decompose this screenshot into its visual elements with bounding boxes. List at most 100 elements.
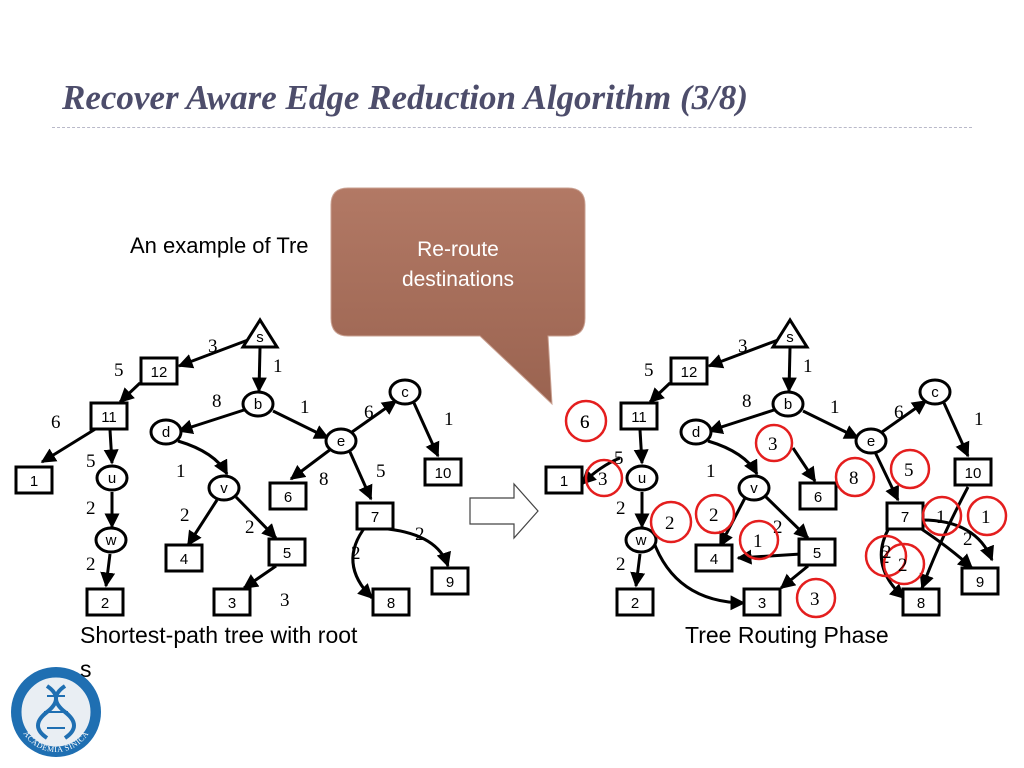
node-v: v — [207, 474, 241, 502]
svg-text:u: u — [108, 470, 116, 487]
edge-11-u — [633, 429, 649, 465]
weight-label: 2 — [963, 529, 973, 550]
node-1: 1 — [544, 465, 584, 495]
reroute-marker: 6 — [564, 399, 608, 443]
svg-text:6: 6 — [814, 489, 822, 506]
svg-text:1: 1 — [936, 507, 946, 528]
node-5: 5 — [267, 537, 307, 567]
weight-label: 2 — [86, 498, 96, 519]
academia-sinica-logo: ACADEMIA SINICA — [11, 667, 101, 757]
reroute-marker: 8 — [834, 456, 876, 498]
reroute-marker: 3 — [795, 577, 837, 619]
weight-label: 6 — [894, 402, 904, 423]
svg-text:2: 2 — [101, 595, 109, 612]
edge-5-3 — [242, 564, 277, 590]
reroute-edge — [779, 564, 809, 590]
reroute-marker: 3 — [754, 423, 794, 463]
weight-label: 2 — [773, 517, 783, 538]
weight-label: 5 — [644, 360, 654, 381]
svg-text:2: 2 — [882, 542, 892, 563]
edge-7-9 — [387, 527, 451, 568]
edge-7-8 — [351, 525, 374, 600]
reroute-marker: 1 — [921, 495, 963, 537]
weight-label: 3 — [738, 336, 748, 357]
edge-w-2 — [630, 553, 646, 588]
node-9: 9 — [430, 566, 470, 596]
svg-text:8: 8 — [917, 595, 925, 612]
svg-text:u: u — [638, 470, 646, 487]
svg-text:3: 3 — [810, 589, 820, 610]
node-b: b — [241, 390, 275, 418]
edge-d-v — [177, 439, 229, 476]
reroute-marker: 2 — [649, 500, 693, 544]
svg-text:w: w — [105, 532, 117, 549]
edge-b-e — [272, 409, 330, 440]
weight-label: 5 — [614, 448, 624, 469]
weight-label: 1 — [444, 409, 454, 430]
node-4: 4 — [694, 543, 734, 573]
right-caption: Tree Routing Phase — [685, 622, 889, 648]
svg-text:e: e — [337, 433, 345, 450]
node-6: 6 — [798, 481, 838, 511]
svg-text:10: 10 — [965, 465, 982, 482]
svg-text:5: 5 — [283, 545, 291, 562]
svg-text:12: 12 — [681, 364, 698, 381]
weight-label: 3 — [280, 590, 290, 611]
node-8: 8 — [901, 587, 941, 617]
node-10: 10 — [953, 457, 993, 487]
edge-b-d — [707, 408, 775, 434]
node-e: e — [854, 427, 888, 455]
svg-text:3: 3 — [768, 434, 778, 455]
reroute-edge — [921, 518, 994, 562]
svg-text:1: 1 — [753, 531, 763, 552]
svg-text:e: e — [867, 433, 875, 450]
weight-label: 8 — [212, 391, 222, 412]
edge-e-c — [351, 399, 398, 434]
weight-label: 1 — [300, 397, 310, 418]
svg-text:1: 1 — [560, 473, 568, 490]
edge-s-12 — [707, 338, 779, 369]
weight-label: 1 — [974, 409, 984, 430]
edge-12-11 — [118, 381, 142, 404]
reroute-edge — [791, 447, 817, 483]
node-s: s — [240, 317, 280, 349]
reroute-marker: 3 — [584, 458, 624, 498]
svg-text:6: 6 — [284, 489, 292, 506]
left-caption-continued: s — [80, 656, 92, 682]
node-w: w — [624, 526, 658, 554]
weight-label: 8 — [319, 469, 329, 490]
node-u: u — [625, 464, 659, 492]
intro-text: An example of Tre — [130, 233, 309, 258]
edge-12-11 — [648, 381, 672, 404]
edge-e-c — [881, 399, 928, 434]
node-c: c — [388, 378, 422, 406]
node-2: 2 — [615, 587, 655, 617]
node-1: 1 — [14, 465, 54, 495]
edge-w-2 — [100, 553, 116, 588]
weight-label: 1 — [176, 461, 186, 482]
svg-text:8: 8 — [849, 468, 859, 489]
svg-text:9: 9 — [976, 574, 984, 591]
weight-label: 6 — [51, 412, 61, 433]
weight-label: 2 — [180, 505, 190, 526]
weight-label: 1 — [273, 356, 283, 377]
node-3: 3 — [742, 587, 782, 617]
node-2: 2 — [85, 587, 125, 617]
svg-text:5: 5 — [813, 545, 821, 562]
node-d: d — [679, 418, 713, 446]
node-12: 12 — [139, 356, 179, 386]
svg-text:c: c — [401, 384, 409, 401]
weight-label: 2 — [415, 524, 425, 545]
node-3: 3 — [212, 587, 252, 617]
svg-text:b: b — [254, 396, 262, 413]
callout-line-1: Re-route — [417, 238, 499, 261]
svg-text:d: d — [162, 424, 170, 441]
edge-s-b — [251, 347, 267, 393]
weight-label: 3 — [208, 336, 218, 357]
svg-text:9: 9 — [446, 574, 454, 591]
svg-text:2: 2 — [709, 505, 719, 526]
svg-text:11: 11 — [631, 409, 647, 426]
node-b: b — [771, 390, 805, 418]
svg-text:11: 11 — [101, 409, 117, 426]
